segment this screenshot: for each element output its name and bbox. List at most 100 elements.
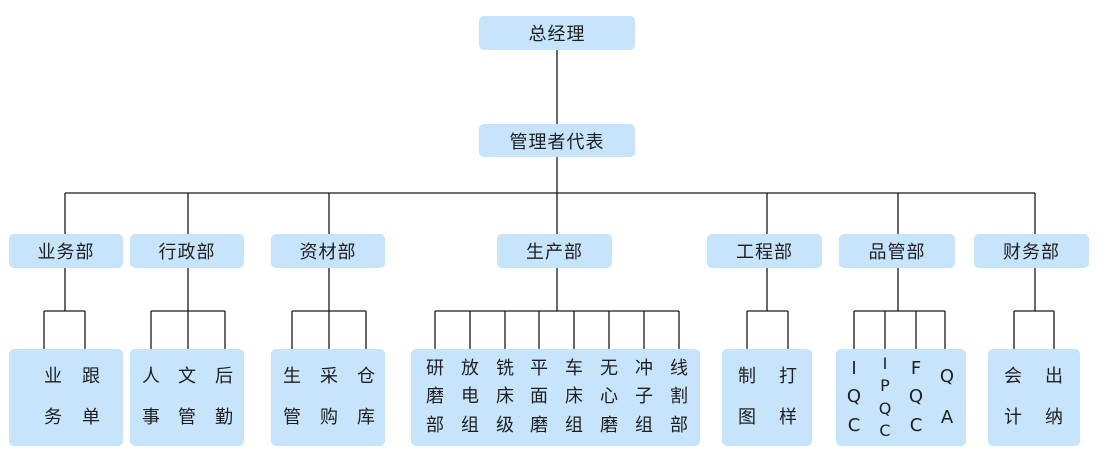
sub-char: 仓 xyxy=(357,366,375,388)
sub-char: 车 xyxy=(565,358,583,380)
sub-char: 勤 xyxy=(215,406,233,428)
sub-box-finance: 会 计 出 纳 xyxy=(988,349,1080,446)
sub-box-production: 研 磨 部 放 电 组 铣 床 级 平 面 磨 车 床 组 无 心 磨 xyxy=(411,349,700,446)
sub-char: 购 xyxy=(320,406,338,428)
dept-box-materials: 资材部 xyxy=(271,234,385,268)
sub-char: P xyxy=(880,376,890,396)
sub-char: 组 xyxy=(565,414,583,436)
sub-column: 业 务 xyxy=(33,349,73,446)
sub-char: 库 xyxy=(357,406,375,428)
sub-column: 线 割 部 xyxy=(659,349,699,446)
sub-char: Q xyxy=(939,366,955,388)
sub-char: 务 xyxy=(44,406,62,428)
sub-char: 研 xyxy=(426,358,444,380)
sub-char: 级 xyxy=(496,414,514,436)
sub-char: 后 xyxy=(215,366,233,388)
sub-char: 割 xyxy=(670,386,688,408)
sub-char: 单 xyxy=(82,406,100,428)
sub-char: I xyxy=(882,354,888,374)
sub-char: 制 xyxy=(738,366,756,388)
sub-box-admin: 人 事 文 管 后 勤 xyxy=(130,349,244,446)
sub-column: Q A xyxy=(929,349,965,446)
sub-char: 面 xyxy=(530,386,548,408)
sub-char: 生 xyxy=(283,366,301,388)
sub-column: 平 面 磨 xyxy=(519,349,559,446)
sub-char: 出 xyxy=(1045,366,1063,388)
dept-label: 工程部 xyxy=(736,242,793,263)
sub-column: 铣 床 级 xyxy=(485,349,525,446)
sub-char: Q xyxy=(878,398,892,418)
sub-column: 仓 库 xyxy=(346,349,386,446)
sub-char: 平 xyxy=(530,358,548,380)
dept-box-engineering: 工程部 xyxy=(707,234,822,268)
sub-char: 会 xyxy=(1004,366,1022,388)
sub-char: 组 xyxy=(461,414,479,436)
sub-char: 纳 xyxy=(1045,406,1063,428)
dept-box-business: 业务部 xyxy=(9,234,123,268)
dept-label: 资材部 xyxy=(299,242,357,263)
sub-char: 磨 xyxy=(600,414,618,436)
sub-char: 打 xyxy=(779,366,797,388)
sub-char: 冲 xyxy=(635,358,653,380)
sub-char: 放 xyxy=(461,358,479,380)
sub-char: 部 xyxy=(426,414,444,436)
sub-column: 出 纳 xyxy=(1034,349,1074,446)
sub-char: 图 xyxy=(738,406,756,428)
sub-char: 床 xyxy=(496,386,514,408)
sub-column: 打 样 xyxy=(768,349,808,446)
sub-char: 无 xyxy=(600,358,618,380)
sub-char: 跟 xyxy=(82,366,100,388)
sub-box-materials: 生 管 采 购 仓 库 xyxy=(271,349,385,446)
dept-label: 业务部 xyxy=(37,242,95,263)
sub-column: F Q C xyxy=(898,349,934,446)
dept-label: 品管部 xyxy=(868,242,926,263)
general-manager-box: 总经理 xyxy=(479,16,635,50)
sub-char: F xyxy=(910,358,922,380)
dept-label: 行政部 xyxy=(158,242,216,263)
dept-label: 生产部 xyxy=(526,242,583,263)
sub-column: 跟 单 xyxy=(71,349,111,446)
sub-column: 制 图 xyxy=(727,349,767,446)
sub-char: C xyxy=(847,414,861,436)
sub-char: 线 xyxy=(670,358,688,380)
sub-char: 采 xyxy=(320,366,338,388)
dept-label: 财务部 xyxy=(1003,242,1060,263)
sub-char: 铣 xyxy=(496,358,514,380)
sub-char: 磨 xyxy=(426,386,444,408)
sub-column: 研 磨 部 xyxy=(415,349,455,446)
dept-box-production: 生产部 xyxy=(497,234,612,268)
sub-column: 文 管 xyxy=(167,349,207,446)
dept-box-finance: 财务部 xyxy=(974,234,1089,268)
sub-char: Q xyxy=(908,386,924,408)
sub-box-business: 业 务 跟 单 xyxy=(9,349,123,446)
sub-column: 车 床 组 xyxy=(554,349,594,446)
sub-column: 后 勤 xyxy=(204,349,244,446)
sub-column: 冲 子 组 xyxy=(624,349,664,446)
sub-column: 会 计 xyxy=(993,349,1033,446)
sub-char: 床 xyxy=(565,386,583,408)
general-manager-label: 总经理 xyxy=(528,24,586,45)
dept-box-quality: 品管部 xyxy=(839,234,955,268)
sub-char: Q xyxy=(846,386,862,408)
sub-char: I xyxy=(851,358,857,380)
sub-char: 样 xyxy=(779,406,797,428)
sub-column: 人 事 xyxy=(131,349,171,446)
sub-box-engineering: 制 图 打 样 xyxy=(722,349,812,446)
sub-column: 放 电 组 xyxy=(450,349,490,446)
sub-char: 磨 xyxy=(530,414,548,436)
sub-char: C xyxy=(909,414,923,436)
sub-char: 部 xyxy=(670,414,688,436)
sub-column: 生 管 xyxy=(272,349,312,446)
sub-char: C xyxy=(879,420,891,440)
sub-char: A xyxy=(940,406,954,428)
sub-char: 子 xyxy=(635,386,653,408)
sub-char: 心 xyxy=(600,386,618,408)
dept-box-admin: 行政部 xyxy=(130,234,244,268)
sub-char: 人 xyxy=(142,366,160,388)
sub-char: 组 xyxy=(635,414,653,436)
sub-char: 事 xyxy=(142,406,160,428)
sub-char: 文 xyxy=(178,366,196,388)
sub-char: 电 xyxy=(461,386,479,408)
